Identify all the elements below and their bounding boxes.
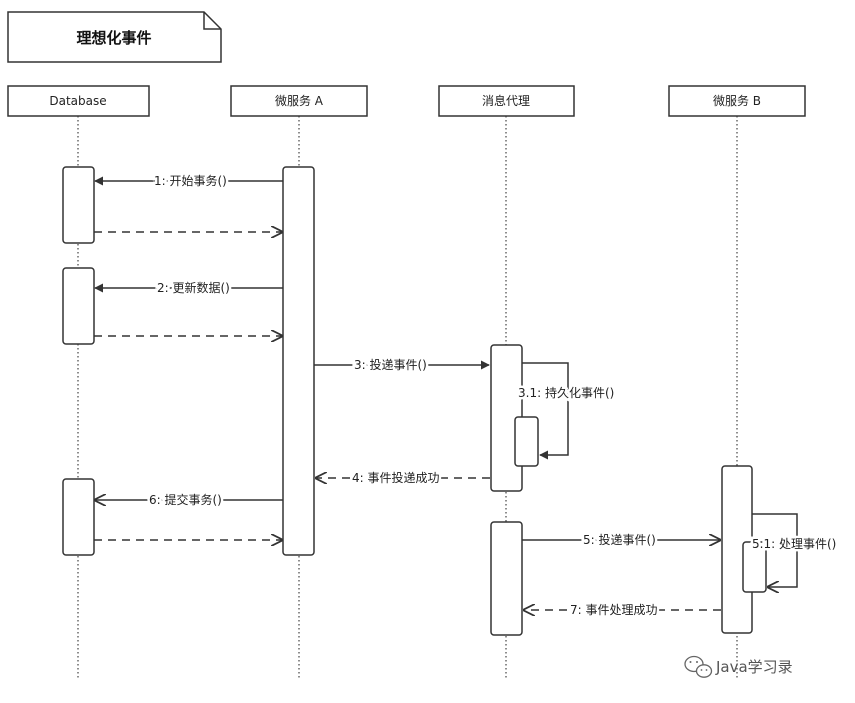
diagram-title: 理想化事件 <box>76 29 151 47</box>
participant-label: 微服务 B <box>713 93 761 108</box>
message-5-1: 5.1: 处理事件() <box>750 513 839 587</box>
message-6: 6: 提交事务() <box>95 490 283 510</box>
participant-label: 消息代理 <box>482 93 530 108</box>
message-7: 7: 事件处理成功 <box>524 601 721 620</box>
wechat-icon <box>684 655 713 678</box>
message-5: 5: 投递事件() <box>522 530 720 550</box>
activation-db-3 <box>62 478 95 556</box>
message-3-1: 3.1: 持久化事件() <box>516 362 617 460</box>
message-2: 2: 更新数据() <box>94 278 283 298</box>
message-label: 7: 事件处理成功 <box>570 603 658 617</box>
participant-database: Database <box>7 85 150 117</box>
message-1: 1: 开始事务() <box>94 171 283 191</box>
lifelines <box>77 116 738 680</box>
participant-label: 微服务 A <box>275 93 324 108</box>
participant-service-a: 微服务 A <box>230 85 368 117</box>
message-label: 3.1: 持久化事件() <box>518 385 614 400</box>
activation-service-a <box>282 166 315 556</box>
participant-label: Database <box>49 94 106 108</box>
message-label: 3: 投递事件() <box>354 357 427 372</box>
participant-service-b: 微服务 B <box>668 85 806 117</box>
watermark: Java学习录 <box>684 655 793 678</box>
activation-broker-2 <box>490 521 523 636</box>
activation-service-b-nested <box>742 541 767 593</box>
message-label: 2: 更新数据() <box>157 280 230 295</box>
activation-broker-nested <box>514 416 539 467</box>
activation-db-1 <box>62 166 95 244</box>
message-3: 3: 投递事件() <box>314 355 490 375</box>
message-label: 5: 投递事件() <box>583 532 656 547</box>
message-label: 4: 事件投递成功 <box>352 470 440 485</box>
message-4: 4: 事件投递成功 <box>316 468 490 488</box>
message-label: 5.1: 处理事件() <box>752 537 836 551</box>
watermark-text: Java学习录 <box>715 658 793 676</box>
activation-db-2 <box>62 267 95 345</box>
activations <box>62 166 767 636</box>
diagram-title-frame: 理想化事件 <box>7 11 222 63</box>
message-label: 1: 开始事务() <box>154 173 227 188</box>
message-label: 6: 提交事务() <box>149 492 222 507</box>
participant-broker: 消息代理 <box>438 85 575 117</box>
